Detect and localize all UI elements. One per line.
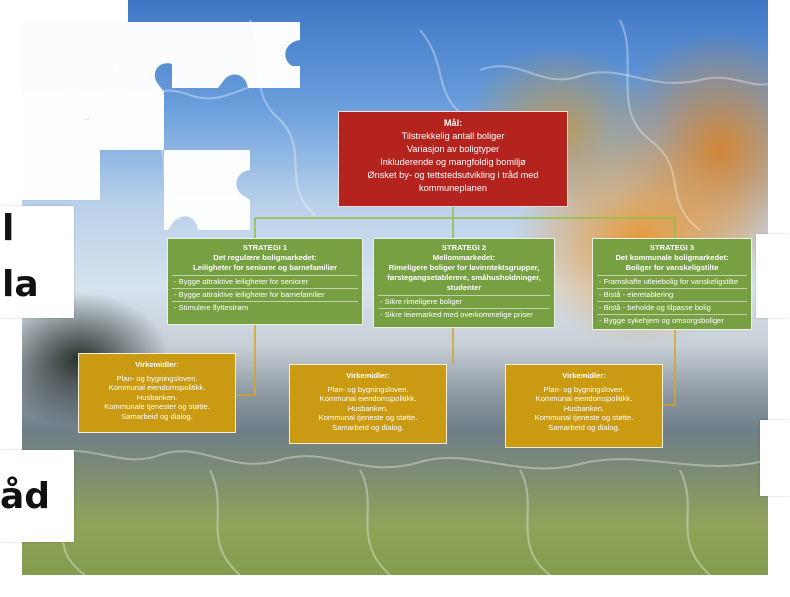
strategy-1-box: STRATEGI 1 Det regulære boligmarkedet: L… [167,238,363,325]
means-line: Husbanken. [563,403,605,413]
strategy-item: - Framskaffe utleiebolig for vanskeligst… [597,275,747,288]
means-line: Samarbeid og dialog. [121,411,193,421]
means-title: Virkemidler: [562,371,606,380]
strategy-market: Mellommarkedet: [432,253,496,262]
side-text-fragment: la [2,264,39,305]
side-text-fragment: l [2,208,15,249]
side-card-left-bottom [0,450,74,542]
strategy-2-box: STRATEGI 2 Mellommarkedet: Rimeligere bo… [373,238,555,328]
page-margin-top [0,0,128,22]
means-line: Husbanken. [136,392,178,402]
strategy-market: Det regulære boligmarkedet: [213,253,317,262]
side-text-fragment: åd [0,476,51,517]
means-line: Kommunal eiendomspolitikk. [535,394,633,404]
strategy-label: STRATEGI 2 [441,243,487,252]
means-line: Kommunal eiendomspolitikk. [108,383,206,393]
means-line: Kommunal eiendomspolitikk. [319,394,417,404]
goal-line: Variasjon av boligtyper [406,144,500,154]
side-card-right-bottom [760,420,790,496]
means-title: Virkemidler: [346,371,390,380]
strategy-target: Rimeligere boliger for lavinntektsgruppe… [387,263,541,292]
means-3-box: Virkemidler: Plan- og bygningsloven. Kom… [505,364,663,448]
goal-line: Inkluderende og mangfoldig bomiljø [380,157,526,167]
strategy-target: Leiligheter for seniorer og barnefamilie… [193,263,337,272]
means-2-box: Virkemidler: Plan- og bygningsloven. Kom… [289,364,447,444]
means-title: Virkemidler: [135,360,179,369]
means-line: Plan- og bygningsloven. [543,384,625,394]
strategy-item: - Sikre leiemarked med overkommelige pri… [378,308,550,321]
means-line: Kommunale tjenester og støtte. [104,402,210,412]
means-line: Samarbeid og dialog. [548,422,620,432]
strategy-item: - Bistå - eieretablering [597,288,747,301]
side-card-left-top [0,206,74,318]
means-line: Plan- og bygningsloven. [116,373,198,383]
goal-box: Mål: Tilstrekkelig antall boliger Varias… [338,111,568,207]
means-line: Kommunal tjeneste og støtte. [534,413,634,423]
strategy-3-box: STRATEGI 3 Det kommunale boligmarkedet: … [592,238,752,330]
goal-line: Ønsket by- og tettstedsutvikling i tråd … [367,170,539,193]
goal-line: Tilstrekkelig antall boliger [401,131,505,141]
strategy-market: Det kommunale boligmarkedet: [615,253,729,262]
strategy-item: - Bygge attraktive leiligheter for barne… [172,288,358,301]
strategy-label: STRATEGI 3 [649,243,695,252]
means-line: Kommunal tjeneste og støtte. [318,413,418,423]
means-line: Plan- og bygningsloven. [327,384,409,394]
means-line: Samarbeid og dialog. [332,422,404,432]
strategy-item: - Bistå - beholde og tilpasse bolig [597,301,747,314]
strategy-item: - Bygge sykehjem og omsorgsboliger [597,314,747,327]
side-card-right-top [756,234,790,318]
strategy-item: - Stimulere flyttestrøm [172,301,358,314]
means-1-box: Virkemidler: Plan- og bygningsloven. Kom… [78,353,236,433]
means-line: Husbanken. [347,403,389,413]
goal-title: Mål: [443,118,463,128]
strategy-item: - Bygge attraktive leiligheter for senio… [172,275,358,288]
strategy-item: - Sikre rimeligere boliger [378,295,550,308]
page-margin-bottom [0,575,790,597]
strategy-label: STRATEGI 1 [242,243,288,252]
strategy-target: Boliger for vanskeligstilte [625,263,719,272]
